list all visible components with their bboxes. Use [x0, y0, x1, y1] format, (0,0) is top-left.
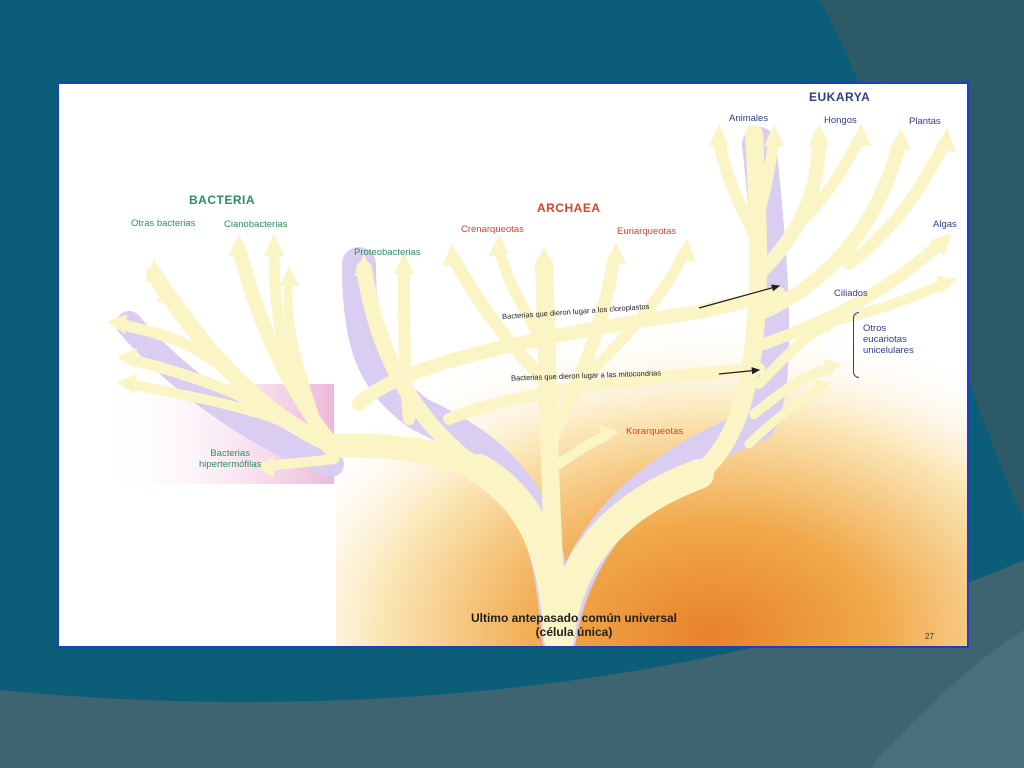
branch-plantas-2 — [843, 138, 950, 270]
label-otros-line3: unicelulares — [863, 344, 914, 356]
label-animales: Animales — [729, 113, 769, 124]
page-number: 27 — [925, 632, 934, 641]
label-hongos: Hongos — [824, 115, 857, 126]
label-hiper-line2: hipertermófilas — [199, 458, 262, 470]
label-korarqueotas: Korarqueotas — [626, 426, 684, 437]
branch-euriar-1 — [542, 252, 621, 451]
branch-proteo-2 — [398, 263, 415, 425]
background-swoosh-bottom — [0, 560, 1024, 768]
branch-otras-5 — [124, 379, 294, 429]
label-otras-bacterias: Otras bacterias — [131, 218, 196, 229]
branch-ciliados — [754, 319, 834, 389]
bacteria-cutout — [59, 484, 336, 646]
domain-archaea-label: ARCHAEA — [537, 201, 601, 215]
branch-plantas-1 — [752, 137, 906, 321]
domain-eukarya-label: EUKARYA — [809, 90, 871, 104]
branch-otras-3 — [113, 318, 235, 380]
branch-otros-2 — [744, 384, 824, 449]
branch-crenar-1 — [447, 252, 546, 381]
branch-algas-1 — [758, 238, 945, 350]
label-otros-line1: Otros — [863, 323, 887, 334]
branch-otras-4 — [123, 353, 275, 415]
label-proteobacterias: Proteobacterias — [354, 247, 421, 258]
label-plantas: Plantas — [909, 116, 941, 127]
tree-of-life-figure: BACTERIA ARCHAEA EUKARYA Otras bacterias… — [57, 82, 969, 648]
branch-otros-1 — [749, 364, 834, 419]
root-line2: (célula única) — [535, 624, 613, 639]
branches — [113, 125, 950, 646]
label-ciliados: Ciliados — [834, 288, 868, 299]
transfer-arrows — [698, 284, 781, 375]
otros-bracket — [853, 312, 859, 378]
branch-euriar-2 — [573, 248, 690, 390]
branch-ciano-1 — [232, 242, 341, 453]
label-algas: Algas — [933, 219, 957, 230]
label-crenarqueotas: Crenarqueotas — [461, 224, 524, 235]
label-otros-line2: eucariotas — [863, 333, 907, 345]
phylogenetic-tree — [59, 124, 967, 646]
label-otros-eucariotas: Otros eucariotas unicelulares — [863, 323, 914, 357]
branch-ciano-3 — [283, 274, 319, 419]
domain-bacteria-label: BACTERIA — [189, 193, 255, 207]
branch-crenar-2 — [493, 243, 548, 350]
branch-hongos-2 — [793, 133, 865, 230]
branch-tips — [107, 124, 957, 478]
background-swoosh-corner — [870, 630, 1024, 768]
arrow-cloroplastos — [698, 284, 781, 309]
arrow-mitocondrias — [718, 367, 761, 375]
branch-archaea-main — [535, 255, 568, 646]
label-hiper-line1: Bacterias — [210, 448, 250, 459]
branch-ciano-2 — [268, 243, 305, 400]
label-bacterias-hipertermofilas: Bacterias hipertermófilas — [199, 448, 262, 471]
branch-animales-1 — [713, 133, 765, 250]
root-label: Ultimo antepasado común universal (célul… — [454, 611, 694, 640]
label-euriarqueotas: Euriarqueotas — [617, 226, 677, 237]
branch-hipertermofilas — [264, 454, 339, 471]
branch-otras-2 — [163, 288, 255, 395]
root-line1: Ultimo antepasado común universal — [470, 611, 678, 625]
background-swoosh-top — [820, 0, 1024, 520]
label-cianobacterias: Cianobacterias — [224, 219, 288, 230]
